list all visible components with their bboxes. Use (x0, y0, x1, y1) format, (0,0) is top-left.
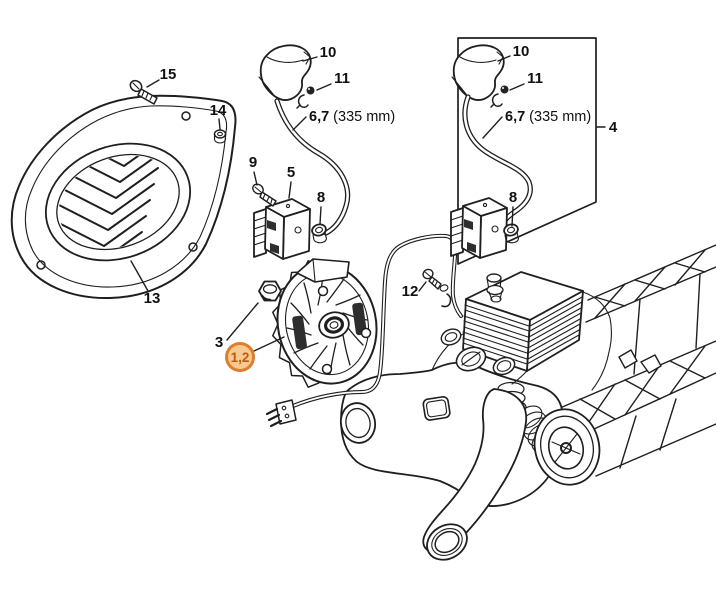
callout-8-kit: 8 (509, 189, 517, 227)
callout-13: 13 (130, 260, 161, 307)
ignition-lead-assembly-main (252, 44, 351, 260)
callout-11-kit: 11 (509, 70, 543, 91)
connector-block-illustration (265, 399, 297, 428)
callout-14: 14 (210, 102, 227, 130)
part-label-14: 14 (210, 102, 227, 119)
kit-part-label-67: 6,7(335 mm) (505, 109, 591, 125)
part-label-3: 3 (215, 334, 223, 351)
callout-4: 4 (596, 119, 618, 136)
callout-10-kit: 10 (497, 43, 530, 62)
callout-15: 15 (146, 66, 177, 88)
wire-clamp-illustration (439, 284, 452, 308)
highlighted-part-label-1-2[interactable]: 1,2 (231, 350, 250, 365)
part-label-8: 8 (317, 189, 325, 206)
callout-9: 9 (249, 154, 258, 186)
callout-5: 5 (287, 164, 295, 199)
part-label-9: 9 (249, 154, 257, 171)
callout-10-main: 10 (302, 44, 337, 62)
part-label-67: 6,7(335 mm) (309, 109, 395, 125)
highlight-fill[interactable] (228, 345, 252, 369)
screw-15-illustration (129, 79, 158, 105)
callout-67-main: 6,7(335 mm) (292, 109, 395, 131)
nut-14-illustration (213, 129, 227, 144)
part-label-13: 13 (144, 290, 161, 307)
handle-arm-illustration (422, 388, 528, 561)
part-label-15: 15 (160, 66, 177, 83)
kit-part-label-11: 11 (527, 70, 543, 87)
part-label-10: 10 (320, 44, 337, 61)
kit-part-label-10: 10 (513, 43, 530, 60)
callout-3: 3 (215, 302, 259, 351)
clutch-drum-illustration (515, 405, 601, 486)
service-kit-box-4 (450, 37, 597, 265)
callout-67-kit: 6,7(335 mm) (482, 109, 591, 139)
part-label-4: 4 (609, 119, 618, 136)
callout-8-main: 8 (317, 189, 325, 225)
part-label-5: 5 (287, 164, 295, 181)
spark-plug-illustration (486, 273, 504, 303)
callout-11-main: 11 (316, 70, 350, 91)
cylinder-illustration (440, 271, 584, 376)
frame-lattice-illustration (559, 244, 716, 477)
flywheel-illustration (272, 258, 378, 388)
screw-12-illustration (422, 268, 442, 290)
nut-3-illustration (258, 280, 282, 302)
wire-harness-illustration (265, 233, 463, 428)
part-label-12: 12 (402, 283, 419, 300)
callout-12: 12 (402, 281, 427, 300)
screw-9-illustration (252, 183, 277, 207)
part-label-11: 11 (334, 70, 350, 87)
callout-1-2-highlight[interactable]: 1,2 (225, 336, 285, 372)
kit-part-label-8: 8 (509, 189, 517, 206)
fan-housing-illustration (10, 94, 237, 300)
